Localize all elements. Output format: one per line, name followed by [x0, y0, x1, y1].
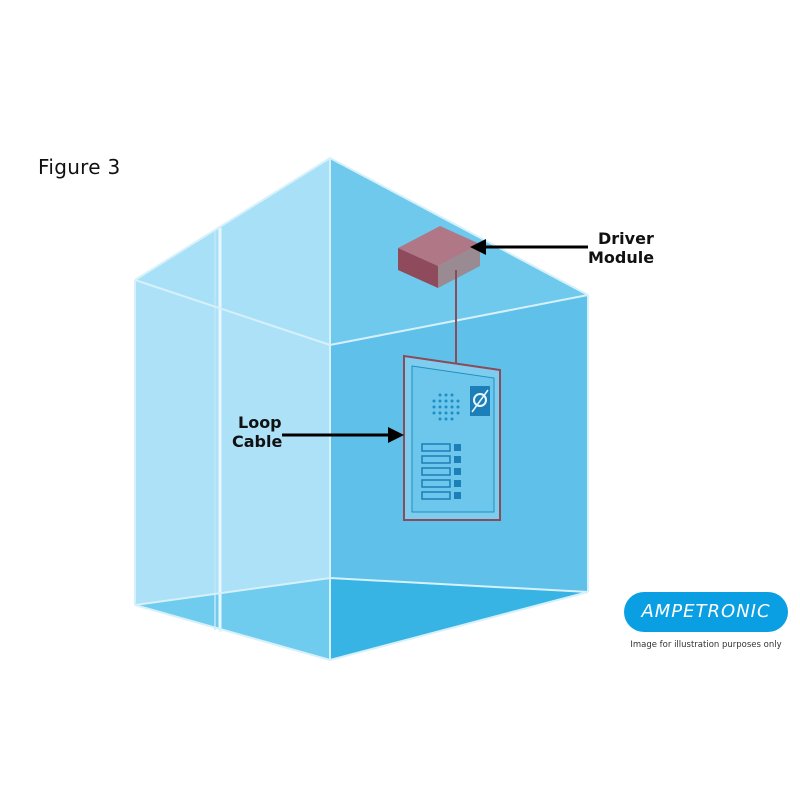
ampetronic-logo: AMPETRONIC: [624, 592, 788, 632]
loop-cable-label-line1: Loop: [238, 413, 282, 432]
figure-title: Figure 3: [38, 155, 121, 179]
front-left-glass: [135, 158, 330, 660]
driver-module-label-line1: Driver: [598, 229, 654, 248]
illustration-disclaimer: Image for illustration purposes only: [630, 640, 782, 650]
driver-module-label-line2: Module: [588, 248, 655, 267]
loop-cable-label-line2: Cable: [232, 432, 283, 451]
hearing-loop-icon: [470, 386, 490, 416]
arrow-icon: [470, 239, 588, 255]
arrow-icon: [282, 427, 404, 443]
floor-buttons: [421, 443, 451, 500]
driver-module: [398, 226, 480, 288]
lift-control-panel: [403, 354, 501, 521]
speaker-grille-icon: [432, 393, 460, 421]
